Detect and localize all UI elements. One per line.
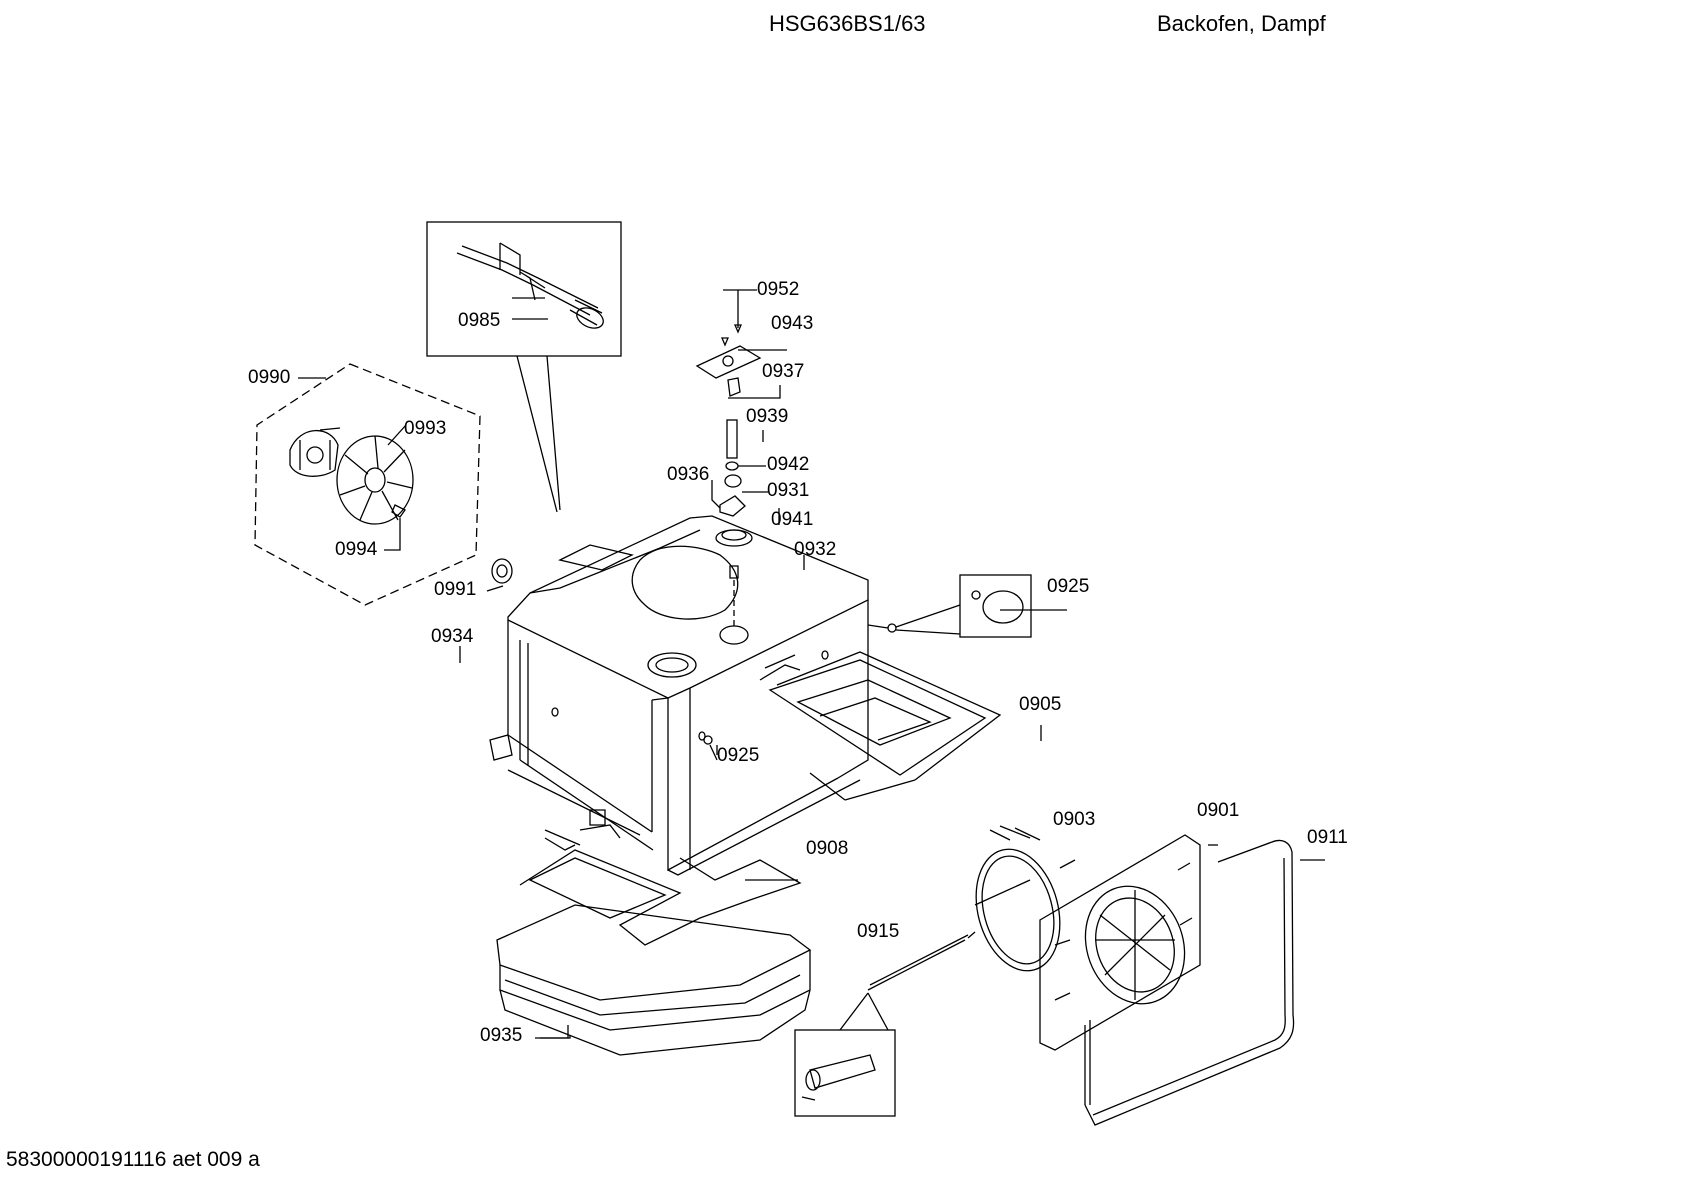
part-label-0901: 0901: [1197, 800, 1240, 821]
door-seal-0911: [1084, 839, 1325, 1126]
part-label-0952: 0952: [757, 279, 800, 300]
part-label-0942: 0942: [767, 454, 810, 475]
part-label-0903: 0903: [1053, 809, 1096, 830]
part-label-0990: 0990: [248, 367, 291, 388]
top-parts-stack: [695, 289, 805, 645]
part-label-0939: 0939: [746, 406, 789, 427]
part-label-0935: 0935: [480, 1025, 523, 1046]
grommet-0991: [486, 558, 513, 592]
insulation-0935: [496, 904, 812, 1056]
part-label-0932: 0932: [794, 539, 837, 560]
part-label-0936: 0936: [667, 464, 710, 485]
part-label-0925-lamp: 0925: [1047, 576, 1090, 597]
part-label-0937: 0937: [762, 361, 805, 382]
part-label-0905: 0905: [1019, 694, 1062, 715]
part-label-0915: 0915: [857, 921, 900, 942]
part-label-0993: 0993: [404, 418, 447, 439]
part-label-0934: 0934: [431, 626, 474, 647]
model-number: HSG636BS1/63: [769, 11, 926, 36]
part-label-0941: 0941: [771, 509, 814, 530]
element-wire-0915: [794, 931, 976, 1117]
part-label-0908: 0908: [806, 838, 849, 859]
bottom-element-0908: [519, 824, 802, 946]
part-label-0985: 0985: [458, 310, 501, 331]
part-label-0991: 0991: [434, 579, 477, 600]
document-id: 58300000191116 aet 009 a: [6, 1148, 260, 1171]
oven-cavity: [459, 515, 869, 876]
fan-assembly-0990: [254, 363, 481, 606]
fan-cover-0901: [1039, 834, 1218, 1051]
ring-element-0903: [974, 825, 1076, 972]
grill-element-0905: [759, 651, 1042, 801]
part-label-0925-cavity: 0925: [717, 745, 760, 766]
appliance-category: Backofen, Dampf: [1157, 11, 1326, 36]
part-label-0943: 0943: [771, 313, 814, 334]
lamp-detail-0925: [703, 574, 1067, 761]
part-label-0911: 0911: [1307, 827, 1348, 848]
part-label-0931: 0931: [767, 480, 810, 501]
detail-inset-0985: [426, 221, 622, 513]
part-label-0994: 0994: [335, 539, 378, 560]
